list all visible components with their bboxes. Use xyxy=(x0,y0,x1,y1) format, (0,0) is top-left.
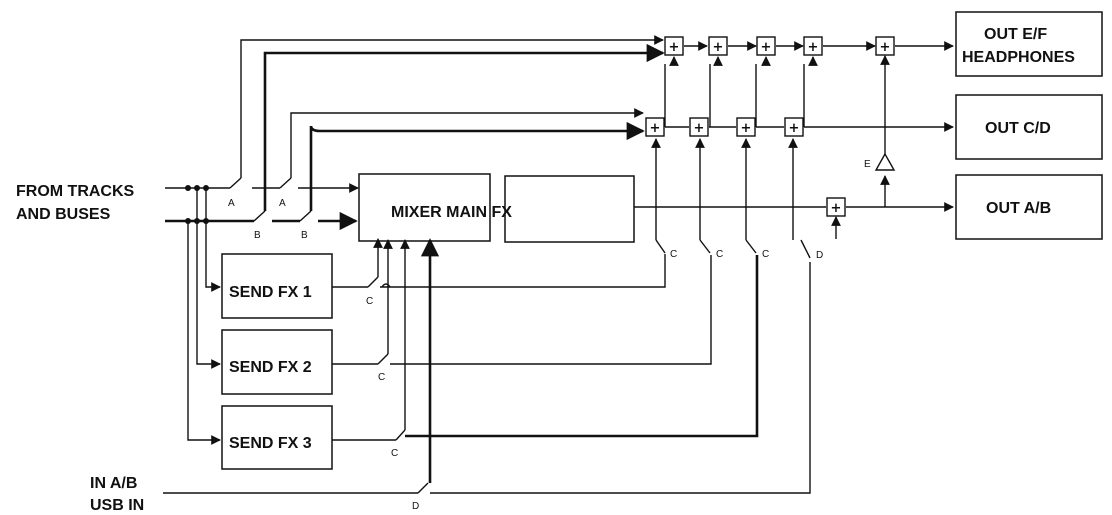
svg-text:+: + xyxy=(650,121,661,136)
ef-summers: + + + + + xyxy=(664,36,895,56)
svg-text:FROM TRACKS: FROM TRACKS xyxy=(16,183,135,200)
svg-text:USB IN: USB IN xyxy=(90,497,144,514)
svg-text:+: + xyxy=(669,40,680,55)
summer-ef-5 xyxy=(875,36,895,56)
svg-text:IN A/B: IN A/B xyxy=(90,475,137,492)
summer-cd-3 xyxy=(736,117,756,137)
send-fx-1-block: SEND FX 1 xyxy=(221,253,333,319)
svg-text:+: + xyxy=(741,121,752,136)
switch-a-label-2: A xyxy=(279,198,286,209)
input-bus-lines xyxy=(165,183,359,231)
cd-summer-chain xyxy=(664,64,954,132)
svg-text:E: E xyxy=(864,159,871,170)
input-switches: A A B B xyxy=(228,177,312,241)
svg-text:HEADPHONES: HEADPHONES xyxy=(962,49,1075,66)
c-tap-lines: C C C D xyxy=(651,138,823,261)
svg-text:+: + xyxy=(831,201,842,216)
switch-a-label-1: A xyxy=(228,198,235,209)
switch-b-label-2: B xyxy=(301,230,308,241)
mixer-main-fx-label: MIXER MAIN FX xyxy=(391,204,512,221)
send-fx-3-block: SEND FX 3 xyxy=(221,405,333,470)
svg-text:SEND FX 2: SEND FX 2 xyxy=(229,359,312,376)
svg-text:+: + xyxy=(880,40,891,55)
svg-text:C: C xyxy=(378,372,385,383)
summer-ab xyxy=(826,197,846,217)
svg-text:AND BUSES: AND BUSES xyxy=(16,206,111,223)
summer-ef-1 xyxy=(664,36,684,56)
summer-ef-4 xyxy=(803,36,823,56)
summer-ef-3 xyxy=(756,36,776,56)
svg-text:+: + xyxy=(808,40,819,55)
svg-text:C: C xyxy=(762,249,769,260)
ab-summer: + xyxy=(826,197,846,217)
svg-text:D: D xyxy=(412,501,419,512)
in-ab-usb-label: IN A/B USB IN xyxy=(90,475,144,514)
ef-summer-chain xyxy=(669,41,954,66)
main-output-line: E xyxy=(634,55,954,239)
send-fx-2-block: SEND FX 2 xyxy=(221,329,333,395)
out-ab-block: OUT A/B xyxy=(955,174,1103,240)
svg-text:SEND FX 1: SEND FX 1 xyxy=(229,284,312,301)
svg-text:+: + xyxy=(789,121,800,136)
send-feed-lines xyxy=(187,188,221,445)
svg-text:OUT A/B: OUT A/B xyxy=(986,200,1051,217)
summer-ef-2 xyxy=(708,36,728,56)
summer-cd-4 xyxy=(784,117,804,137)
svg-text:+: + xyxy=(761,40,772,55)
from-tracks-label: FROM TRACKS AND BUSES xyxy=(16,183,135,223)
svg-text:C: C xyxy=(391,448,398,459)
send-return-lines: C C C D xyxy=(163,238,811,512)
out-ef-block: OUT E/F HEADPHONES xyxy=(955,11,1103,77)
mixer-main-fx-block: MIXER MAIN FX xyxy=(358,173,635,243)
svg-text:+: + xyxy=(713,40,724,55)
out-cd-block: OUT C/D xyxy=(955,94,1103,160)
svg-text:OUT C/D: OUT C/D xyxy=(985,120,1051,137)
amplifier-e-icon xyxy=(874,152,896,171)
summer-cd-1 xyxy=(645,117,665,137)
svg-text:+: + xyxy=(694,121,705,136)
svg-text:D: D xyxy=(816,250,823,261)
svg-text:SEND FX 3: SEND FX 3 xyxy=(229,435,312,452)
svg-text:OUT E/F: OUT E/F xyxy=(984,26,1047,43)
svg-text:C: C xyxy=(670,249,677,260)
switch-b-label-1: B xyxy=(254,230,261,241)
upper-feed-lines xyxy=(240,35,665,211)
cd-summers: + + + + xyxy=(645,117,804,137)
summer-cd-2 xyxy=(689,117,709,137)
svg-text:C: C xyxy=(716,249,723,260)
svg-text:C: C xyxy=(366,296,373,307)
